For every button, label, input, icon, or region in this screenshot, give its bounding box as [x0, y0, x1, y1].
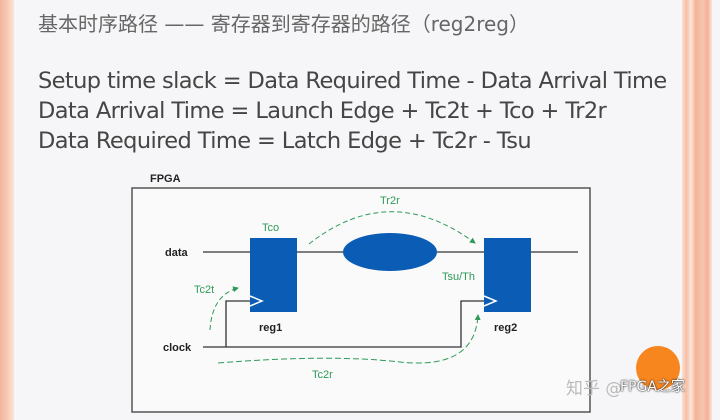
data-label: data [165, 247, 189, 259]
tc2t-label: Tc2t [194, 284, 214, 296]
tr2r-label: Tr2r [380, 195, 400, 207]
right-border-stripe [682, 0, 712, 420]
tc2t-arrow [209, 286, 239, 331]
reg1-block [250, 238, 297, 312]
formula-setup-slack: Setup time slack = Data Required Time - … [38, 68, 667, 94]
clock-label: clock [163, 342, 192, 354]
reg2-label: reg2 [494, 322, 517, 334]
slide-title: 基本时序路径 —— 寄存器到寄存器的路径（reg2reg） [38, 12, 530, 36]
watermark-account: FPGA之家 [620, 379, 685, 395]
reg1-clock-pin-icon [249, 295, 264, 307]
tr2r-arrow [308, 211, 476, 245]
tc2r-label: Tc2r [312, 369, 333, 381]
reg2-clock-pin-icon [483, 295, 498, 307]
clock-line [203, 300, 484, 348]
formula-data-arrival: Data Arrival Time = Launch Edge + Tc2t +… [38, 98, 607, 124]
formula-data-required: Data Required Time = Latch Edge + Tc2r -… [38, 128, 532, 154]
tsu-th-label: Tsu/Th [442, 271, 475, 283]
clock-branch-reg1 [225, 300, 250, 347]
watermark-platform: 知乎 @ [566, 379, 623, 399]
reg2-block [484, 238, 531, 312]
tc2r-arrow [217, 314, 481, 364]
combinational-logic [343, 233, 437, 271]
left-border-stripe [0, 0, 14, 420]
reg1-label: reg1 [259, 322, 282, 334]
tco-label: Tco [262, 222, 279, 234]
fpga-label: FPGA [150, 173, 181, 185]
orange-circle-decoration [636, 346, 680, 390]
